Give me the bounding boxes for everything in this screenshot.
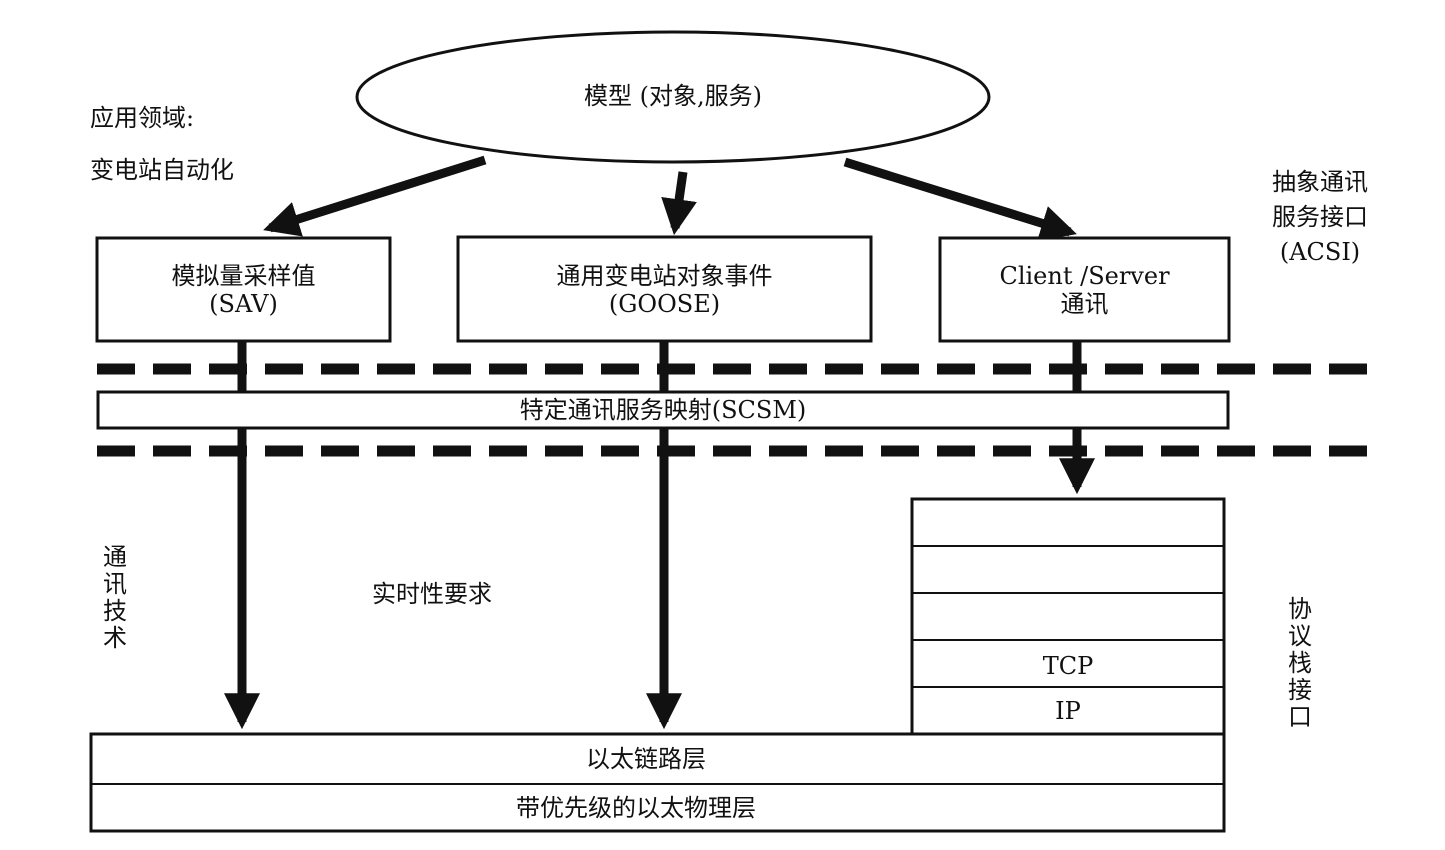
scsm-bar (96, 390, 1230, 430)
cs-box (938, 236, 1231, 343)
arrow-model-to-cs (843, 157, 1077, 241)
goose-box-subtitle: (GOOSE) (608, 290, 721, 318)
acsi-label-line2: 服务接口 (1272, 203, 1368, 231)
domain-label-line2: 变电站自动化 (90, 156, 234, 184)
ethernet-layers-box (89, 732, 1226, 833)
acsi-label-line3: (ACSI) (1279, 238, 1361, 266)
realtime-label: 实时性要求 (372, 580, 492, 608)
sav-box-title: 模拟量采样值 (171, 262, 316, 290)
cs-box-subtitle: 通讯 (1060, 290, 1109, 318)
model-ellipse (355, 30, 991, 164)
physical-layer-label: 带优先级的以太物理层 (516, 794, 756, 822)
acsi-label-line1: 抽象通讯 (1272, 168, 1368, 196)
tcp-label: TCP (1042, 652, 1094, 680)
domain-label-line1: 应用领域: (90, 104, 195, 132)
goose-box (456, 235, 873, 343)
stack-interface-label: 协议栈接口 (1288, 595, 1312, 731)
arrow-model-to-sav (263, 155, 487, 237)
sav-box (95, 236, 392, 343)
cs-box-title: Client /Server (999, 262, 1170, 290)
comm-tech-label: 通讯技术 (103, 543, 127, 652)
sav-box-subtitle: (SAV) (209, 290, 278, 318)
ip-label: IP (1055, 697, 1081, 725)
model-label: 模型 (对象,服务) (584, 82, 762, 110)
ethernet-link-label: 以太链路层 (586, 745, 706, 773)
goose-box-title: 通用变电站对象事件 (556, 262, 773, 290)
scsm-label: 特定通讯服务映射(SCSM) (519, 396, 807, 424)
arrow-model-to-goose (661, 171, 697, 236)
